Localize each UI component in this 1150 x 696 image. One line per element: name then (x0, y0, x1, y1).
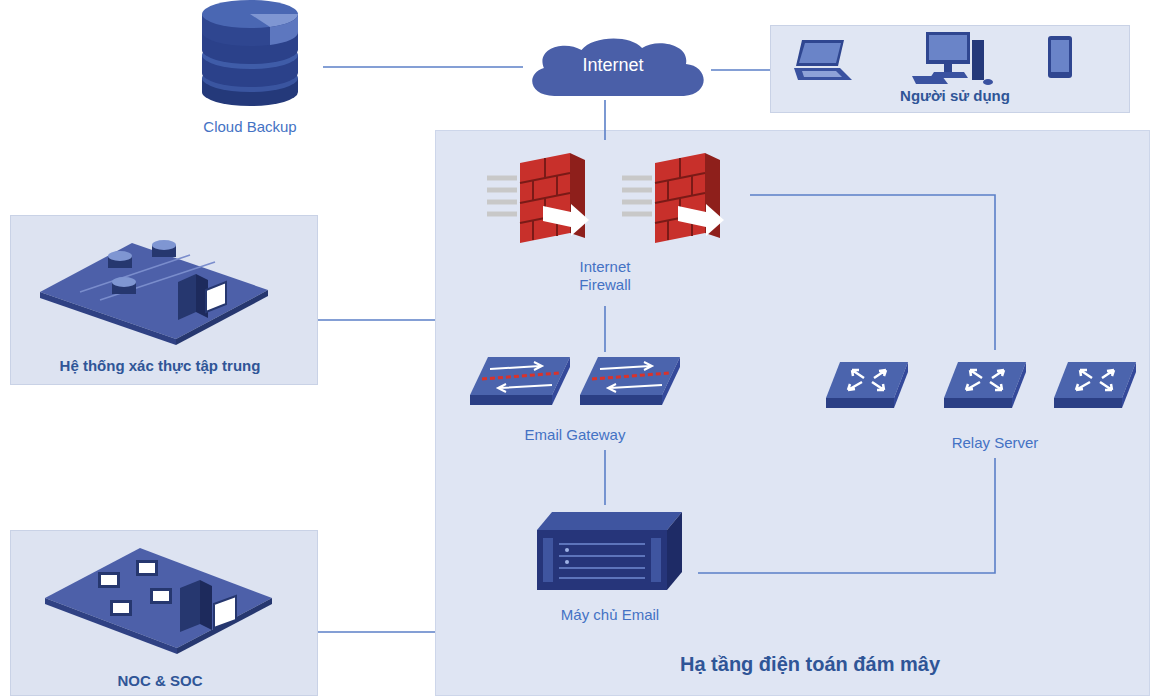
database-icon (202, 0, 298, 106)
node-label: NOC & SOC (10, 672, 310, 690)
node-label: Internet (523, 55, 703, 77)
box-ground (771, 26, 1130, 113)
node-label: Máy chủ Email (530, 606, 690, 624)
node-label: Email Gateway (465, 426, 685, 444)
tablet-icon (1048, 36, 1072, 78)
gateway-icon (580, 357, 680, 405)
operations-room-illustration (45, 548, 272, 654)
connector-line (604, 100, 606, 140)
server-icon (537, 512, 682, 590)
node-label: Internet Firewall (560, 258, 650, 294)
desktop-icon (912, 32, 993, 85)
group-box: Người sử dụng (770, 25, 1130, 113)
node-label: Cloud Backup (185, 118, 315, 136)
cloud-node: Internet (523, 36, 711, 100)
connector-line (750, 195, 995, 350)
router-icon (1054, 362, 1136, 408)
firewall-icon (622, 153, 724, 243)
group-box: NOC & SOC (10, 530, 318, 696)
relay-node: Relay Server (820, 350, 1138, 458)
laptop-icon (794, 40, 852, 80)
connector-line (711, 69, 770, 71)
storage-node: Cloud Backup (185, 8, 323, 143)
gateway-node: Email Gateway (465, 352, 693, 450)
firewall-node: Internet Firewall (485, 140, 750, 306)
router-icon (826, 362, 908, 408)
connector-line (323, 66, 523, 68)
box-ground (436, 131, 1150, 696)
firewall-icon (487, 153, 589, 243)
connector-line (318, 631, 435, 633)
router-icon (944, 362, 1026, 408)
gateway-icon (470, 357, 570, 405)
group-box: Hệ thống xác thực tập trung (10, 215, 318, 385)
connector-line (604, 306, 606, 352)
datacenter-illustration (40, 240, 268, 345)
box-ground (11, 531, 318, 696)
box-ground (11, 216, 318, 385)
server-node: Máy chủ Email (530, 505, 698, 631)
connector-line (318, 319, 435, 321)
connector-line (698, 458, 995, 573)
region-panel: Hạ tầng điện toán đám mây Internet Firewa… (435, 130, 1150, 696)
node-label: Relay Server (915, 434, 1075, 452)
node-label: Hệ thống xác thực tập trung (10, 357, 310, 375)
connector-line (604, 450, 606, 505)
node-label: Người sử dụng (830, 87, 1080, 105)
node-label: Hạ tầng điện toán đám mây (595, 652, 1025, 676)
